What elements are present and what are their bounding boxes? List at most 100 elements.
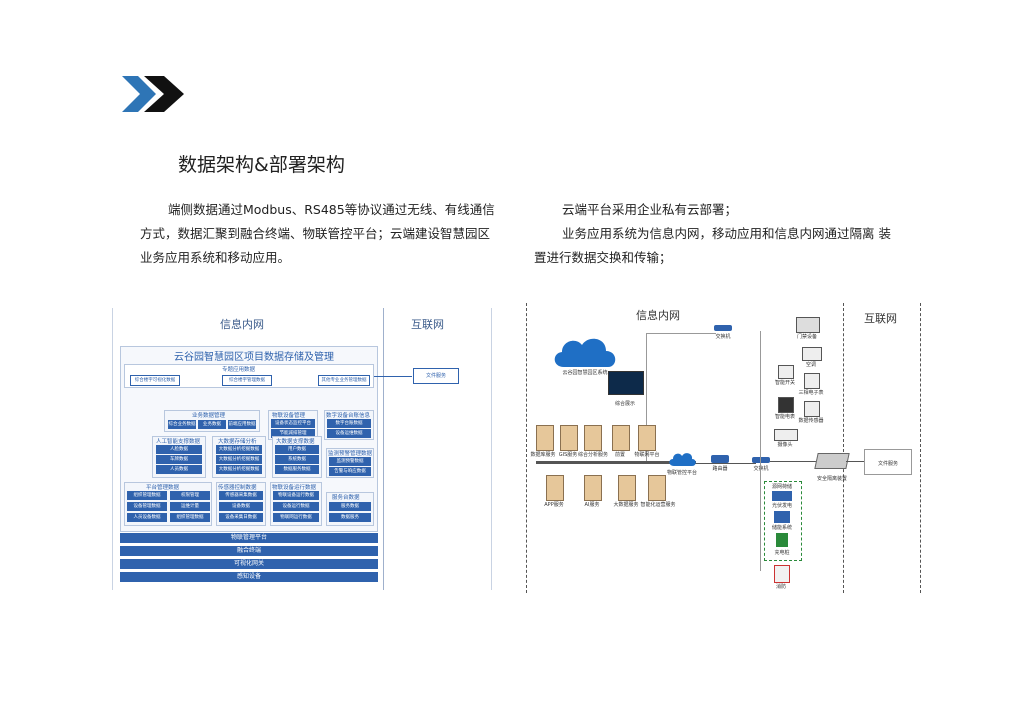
server-icon	[560, 425, 578, 451]
energy-item-label: 储能系统	[771, 525, 792, 531]
lower-group-title: 大数据存储分析	[218, 439, 257, 445]
external-label: 文件服务	[877, 461, 898, 467]
bottom-group-title: 物联设备运行数据	[272, 485, 317, 491]
cloud-small-label: 物联管控平台	[666, 470, 697, 476]
base-bar: 可视化网关	[120, 559, 378, 569]
bottom-chip: 组织管理数据	[127, 491, 167, 500]
lower-chip: 监测预警数据	[329, 457, 371, 466]
display-screen-icon	[608, 371, 644, 395]
charging-pile-icon	[776, 533, 788, 547]
bottom-group-title: 传感器控制数据	[218, 485, 257, 491]
bottom-chip: 设备运行数据	[273, 502, 319, 511]
lower-chip: 大数据分析挖掘数据	[216, 465, 262, 474]
base-bar: 融合终端	[120, 546, 378, 556]
mid-group-title: 数字设备台账信息	[326, 413, 371, 419]
device-label: 空调	[805, 362, 816, 368]
solar-panel-icon	[772, 491, 792, 501]
energy-group-box	[764, 481, 802, 561]
camera-icon	[774, 429, 798, 441]
switch-icon	[752, 457, 770, 463]
device-label: 智能开关	[774, 380, 795, 386]
zone-divider-edge	[920, 303, 921, 593]
lower-chip: 大数据分析挖掘数据	[216, 445, 262, 454]
lower-chip: 告警与响应数据	[329, 467, 371, 476]
smart-switch-icon	[778, 365, 794, 379]
zone-internet-label: 互联网	[411, 318, 444, 331]
bottom-group-title: 平台管理数据	[146, 485, 180, 491]
lower-chip: 人脸数据	[156, 445, 202, 454]
right-paragraph-line1: 云端平台采用企业私有云部署；	[562, 202, 738, 217]
server-icon	[638, 425, 656, 451]
smart-meter-icon	[778, 397, 794, 413]
bottom-group-title: 服务台数据	[332, 495, 360, 501]
bottom-chip: 权限管理	[170, 491, 210, 500]
device-label: 数据传感器	[798, 418, 824, 424]
mid-group-title: 物联设备管理	[272, 413, 306, 419]
top-chip: 其他专业业务管理数据	[318, 375, 370, 386]
lower-group-title: 大数据支撑数据	[276, 439, 315, 445]
screen-label: 综合展示	[614, 401, 635, 407]
bottom-chip: 设备数据	[219, 502, 263, 511]
air-conditioner-icon	[802, 347, 822, 361]
connector-line	[646, 333, 647, 461]
bottom-chip: 运维计量	[170, 502, 210, 511]
bottom-chip: 组织管理数据	[170, 513, 210, 522]
energy-item-label: 光伏发电	[771, 503, 792, 509]
platform-title: 云谷园智慧园区项目数据存储及管理	[174, 352, 334, 363]
device-label: 三相电子表	[798, 390, 824, 396]
lower-chip: 用户数据	[275, 445, 319, 454]
external-file-service	[413, 368, 459, 384]
server-label: 前置	[614, 452, 625, 458]
mid-chip: 节能减排管理	[271, 429, 315, 438]
bottom-chip: 传感器采集数据	[219, 491, 263, 500]
server-icon	[618, 475, 636, 501]
top-chip: 综合楼宇可视化数据	[130, 375, 180, 386]
lower-chip: 数据服务数据	[275, 465, 319, 474]
mid-chip: 综合业务数据	[168, 420, 196, 429]
isolation-label: 安全隔离装置	[816, 476, 847, 482]
energy-group-label: 源网荷储	[771, 484, 792, 490]
bottom-chip: 数据服务	[329, 513, 371, 522]
bottom-chip: 物联网运行数据	[273, 513, 319, 522]
server-label: 智能化运营服务	[640, 502, 676, 508]
switch-mid-label: 交换机	[753, 466, 769, 472]
external-label: 文件服务	[425, 373, 446, 379]
connector-line	[770, 461, 818, 462]
cloud-icon	[669, 453, 696, 466]
server-label: 大数据服务	[613, 502, 639, 508]
mid-group-title: 业务数据管理	[192, 413, 226, 419]
bottom-chip: 服务数据	[329, 502, 371, 511]
bottom-chip: 设备管理数据	[127, 502, 167, 511]
zone-internet-label: 互联网	[864, 312, 897, 325]
lower-chip: 大数据分析挖掘数据	[216, 455, 262, 464]
bottom-chip: 物联设备运行数据	[273, 491, 319, 500]
server-label: 物联网平台	[634, 452, 660, 458]
mid-chip: 数字台账数据	[327, 419, 371, 428]
access-control-icon	[796, 317, 820, 333]
connector-line	[696, 463, 756, 464]
sensor-icon	[804, 401, 820, 417]
zone-divider-left	[526, 303, 527, 593]
mid-chip: 前端应用数据	[228, 420, 256, 429]
switch-icon	[714, 325, 732, 331]
lower-group-title: 监测预警管理数据	[328, 451, 373, 457]
page-title: 数据架构&部署架构	[178, 154, 345, 176]
data-architecture-diagram: 信息内网 互联网 云谷园智慧园区项目数据存储及管理 专题应用数据 综合楼宇可视化…	[112, 308, 492, 590]
three-phase-meter-icon	[804, 373, 820, 389]
energy-item-label: 充电桩	[774, 550, 790, 556]
top-chip: 综合楼宇管理数据	[222, 375, 272, 386]
mid-chip: 业务数据	[198, 420, 226, 429]
server-icon	[536, 425, 554, 451]
connector-line	[646, 333, 716, 334]
bottom-chip: 设备采集日数据	[219, 513, 263, 522]
zone-intranet-label: 信息内网	[636, 309, 680, 322]
server-icon	[612, 425, 630, 451]
device-bus	[760, 331, 761, 571]
double-chevron-icon	[122, 76, 184, 112]
server-icon	[584, 475, 602, 501]
left-paragraph-text: 端侧数据通过Modbus、RS485等协议通过无线、有线通信方式，数据汇聚到融合…	[140, 202, 495, 265]
cloud-icon	[554, 338, 616, 367]
server-label: APP服务	[544, 502, 564, 508]
right-paragraph: 云端平台采用企业私有云部署； 业务应用系统为信息内网，移动应用和信息内网通过隔离…	[534, 198, 894, 270]
server-label: AI服务	[584, 502, 600, 508]
